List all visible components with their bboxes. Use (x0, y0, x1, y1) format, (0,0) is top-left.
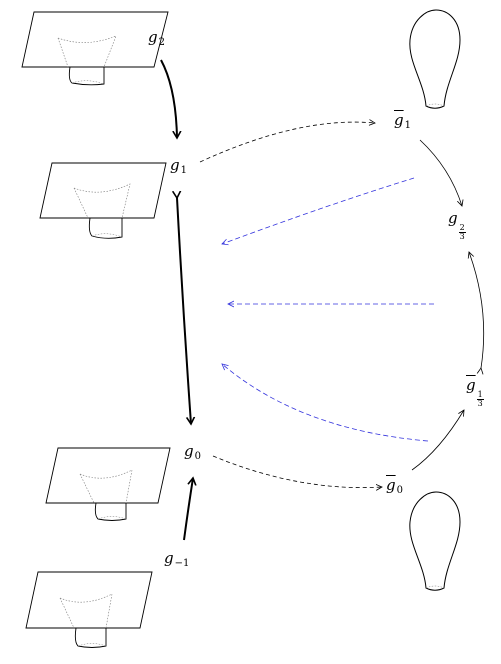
bulb-top (409, 9, 461, 109)
blue-dashed-arrow-upper (222, 177, 415, 244)
arrow-g2-to-g1 (160, 59, 177, 138)
surface-g1 (39, 162, 167, 239)
bulb-bottom (409, 491, 461, 591)
arrow-gm1-to-g0 (183, 478, 193, 541)
surface-g2 (21, 11, 169, 86)
arrow-gbar0-to-gbar13 (411, 410, 464, 471)
blue-dashed-arrow-lower (222, 364, 429, 442)
label-gbar0: g0 (386, 476, 403, 496)
dashed-arrow-g0-to-gbar0 (212, 455, 382, 488)
label-g1: g1 (170, 156, 187, 176)
arrow-gbar1-to-g23 (419, 139, 462, 206)
label-g2: g2 (148, 28, 165, 48)
surface-g-minus1 (25, 571, 153, 648)
dashed-arrow-g1-to-gbar1 (199, 122, 375, 163)
surface-g0 (45, 447, 171, 521)
arrow-gbar13-to-g23-double (469, 252, 485, 368)
label-g-minus1: g−1 (164, 549, 190, 569)
label-g0: g0 (184, 442, 201, 462)
arrow-g1-g0-double (177, 198, 191, 424)
label-gbar1: g1 (394, 111, 411, 131)
